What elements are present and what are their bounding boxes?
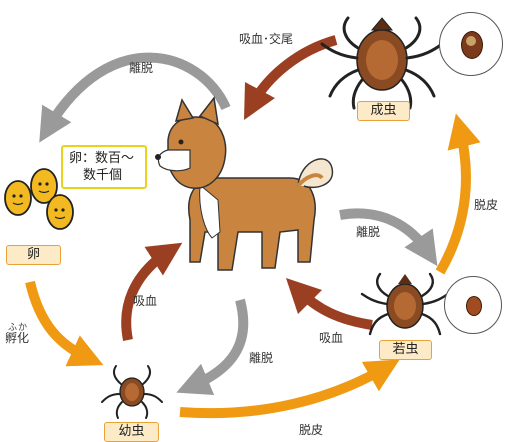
arrow-detach-right (339, 208, 438, 267)
stage-tag-larva: 幼虫 (104, 422, 159, 442)
label-molt-bottom: 脱皮 (299, 423, 324, 437)
stage-tag-nymph: 若虫 (379, 340, 432, 360)
label-blood-mating: 吸血･交尾 (239, 32, 294, 46)
adult-tick-photo (439, 12, 503, 76)
larva-tick-illustration (101, 365, 163, 419)
label-blood-nymph: 吸血 (319, 331, 344, 345)
arrow-detach-top (39, 52, 231, 143)
label-detach-top: 離脱 (129, 61, 154, 75)
nymph-tick-photo (444, 276, 502, 334)
egg-count-line2: 数千個 (83, 168, 123, 183)
label-hatch: 孵化 (5, 331, 30, 345)
stage-tag-egg: 卵 (6, 245, 61, 265)
label-hatch-ruby: ふか (8, 323, 29, 333)
egg-count-note: 卵：数百～ 数千個 (61, 145, 147, 189)
arrow-hatch (25, 280, 104, 367)
adult-tick-illustration (320, 16, 444, 110)
arrow-molt-bottom (179, 359, 400, 419)
egg-count-line1: 卵：数百～ (69, 151, 135, 166)
label-blood-larva: 吸血 (133, 294, 158, 308)
dog-illustration (155, 96, 334, 271)
label-detach-center: 離脱 (249, 351, 274, 365)
nymph-tick-illustration (360, 272, 450, 336)
arrow-detach-center (176, 298, 249, 396)
label-detach-right: 離脱 (356, 225, 381, 239)
arrow-blood-larva (121, 242, 183, 341)
label-molt-right: 脱皮 (474, 198, 499, 212)
arrow-molt-right (435, 113, 481, 275)
eggs-illustration (4, 168, 74, 230)
arrow-blood-mating (243, 35, 338, 120)
stage-tag-adult: 成虫 (357, 101, 410, 121)
arrow-blood-nymph (285, 277, 373, 330)
